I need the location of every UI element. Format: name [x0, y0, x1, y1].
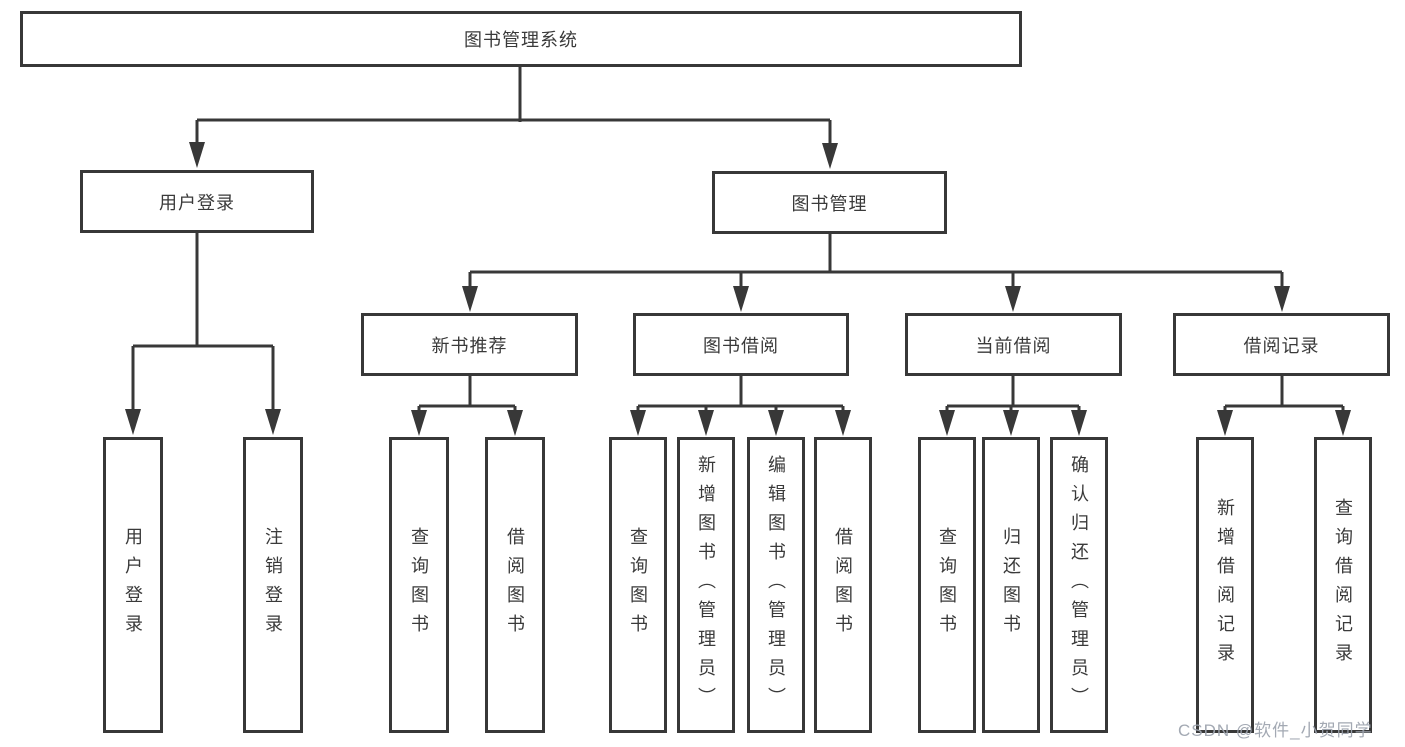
leaf-query-book-1-label: 查询图书: [409, 527, 429, 643]
leaf-add-book-admin: 新增图书（管理员）: [677, 437, 735, 733]
leaf-query-book-3-label: 查询图书: [937, 527, 957, 643]
arrowhead: [1217, 410, 1233, 436]
node-book-management: 图书管理: [712, 171, 947, 234]
arrowhead: [507, 410, 523, 436]
leaf-query-book-1: 查询图书: [389, 437, 449, 733]
leaf-query-borrow-record: 查询借阅记录: [1314, 437, 1372, 733]
leaf-borrow-book-1: 借阅图书: [485, 437, 545, 733]
leaf-query-borrow-record-label: 查询借阅记录: [1333, 498, 1353, 672]
arrowhead: [1335, 410, 1351, 436]
arrowhead: [1071, 410, 1087, 436]
arrowhead: [733, 286, 749, 312]
node-current-borrow-label: 当前借阅: [975, 335, 1052, 356]
leaf-logout: 注销登录: [243, 437, 303, 733]
node-book-borrow-label: 图书借阅: [703, 335, 779, 356]
node-root-label: 图书管理系统: [464, 30, 578, 50]
leaf-query-book-2: 查询图书: [609, 437, 667, 733]
node-borrow-record: 借阅记录: [1173, 313, 1390, 376]
leaf-edit-book-admin: 编辑图书（管理员）: [747, 437, 805, 733]
node-new-book-recommend-label: 新书推荐: [431, 335, 508, 356]
node-book-management-label: 图书管理: [791, 193, 868, 214]
leaf-return-book-label: 归还图书: [1001, 527, 1021, 643]
leaf-logout-label: 注销登录: [263, 527, 283, 643]
leaf-user-login: 用户登录: [103, 437, 163, 733]
arrowhead: [698, 410, 714, 436]
node-user-login-label: 用户登录: [159, 192, 235, 213]
leaf-add-book-admin-label: 新增图书（管理员）: [696, 454, 716, 716]
leaf-confirm-return-admin-label: 确认归还（管理员）: [1069, 454, 1089, 716]
arrowhead: [189, 142, 205, 168]
arrowhead: [1274, 286, 1290, 312]
leaf-add-borrow-record: 新增借阅记录: [1196, 437, 1254, 733]
node-current-borrow: 当前借阅: [905, 313, 1122, 376]
arrowhead: [835, 410, 851, 436]
watermark: CSDN @软件_小贺同学: [1178, 721, 1373, 740]
leaf-query-book-3: 查询图书: [918, 437, 976, 733]
node-root: 图书管理系统: [20, 11, 1022, 67]
leaf-user-login-label: 用户登录: [123, 527, 143, 643]
leaf-query-book-2-label: 查询图书: [628, 527, 648, 643]
arrowhead: [1003, 410, 1019, 436]
arrowhead: [630, 410, 646, 436]
arrowhead: [411, 410, 427, 436]
arrowhead: [1005, 286, 1021, 312]
node-book-borrow: 图书借阅: [633, 313, 849, 376]
arrowhead: [462, 286, 478, 312]
arrowhead: [768, 410, 784, 436]
node-user-login: 用户登录: [80, 170, 314, 233]
leaf-borrow-book-2: 借阅图书: [814, 437, 872, 733]
arrowhead: [125, 409, 141, 435]
arrowhead: [265, 409, 281, 435]
leaf-return-book: 归还图书: [982, 437, 1040, 733]
node-borrow-record-label: 借阅记录: [1243, 335, 1320, 356]
leaf-borrow-book-1-label: 借阅图书: [505, 527, 525, 643]
leaf-confirm-return-admin: 确认归还（管理员）: [1050, 437, 1108, 733]
leaf-edit-book-admin-label: 编辑图书（管理员）: [766, 454, 786, 716]
leaf-add-borrow-record-label: 新增借阅记录: [1215, 498, 1235, 672]
leaf-borrow-book-2-label: 借阅图书: [833, 527, 853, 643]
node-new-book-recommend: 新书推荐: [361, 313, 578, 376]
arrowhead: [822, 143, 838, 169]
arrowhead: [939, 410, 955, 436]
